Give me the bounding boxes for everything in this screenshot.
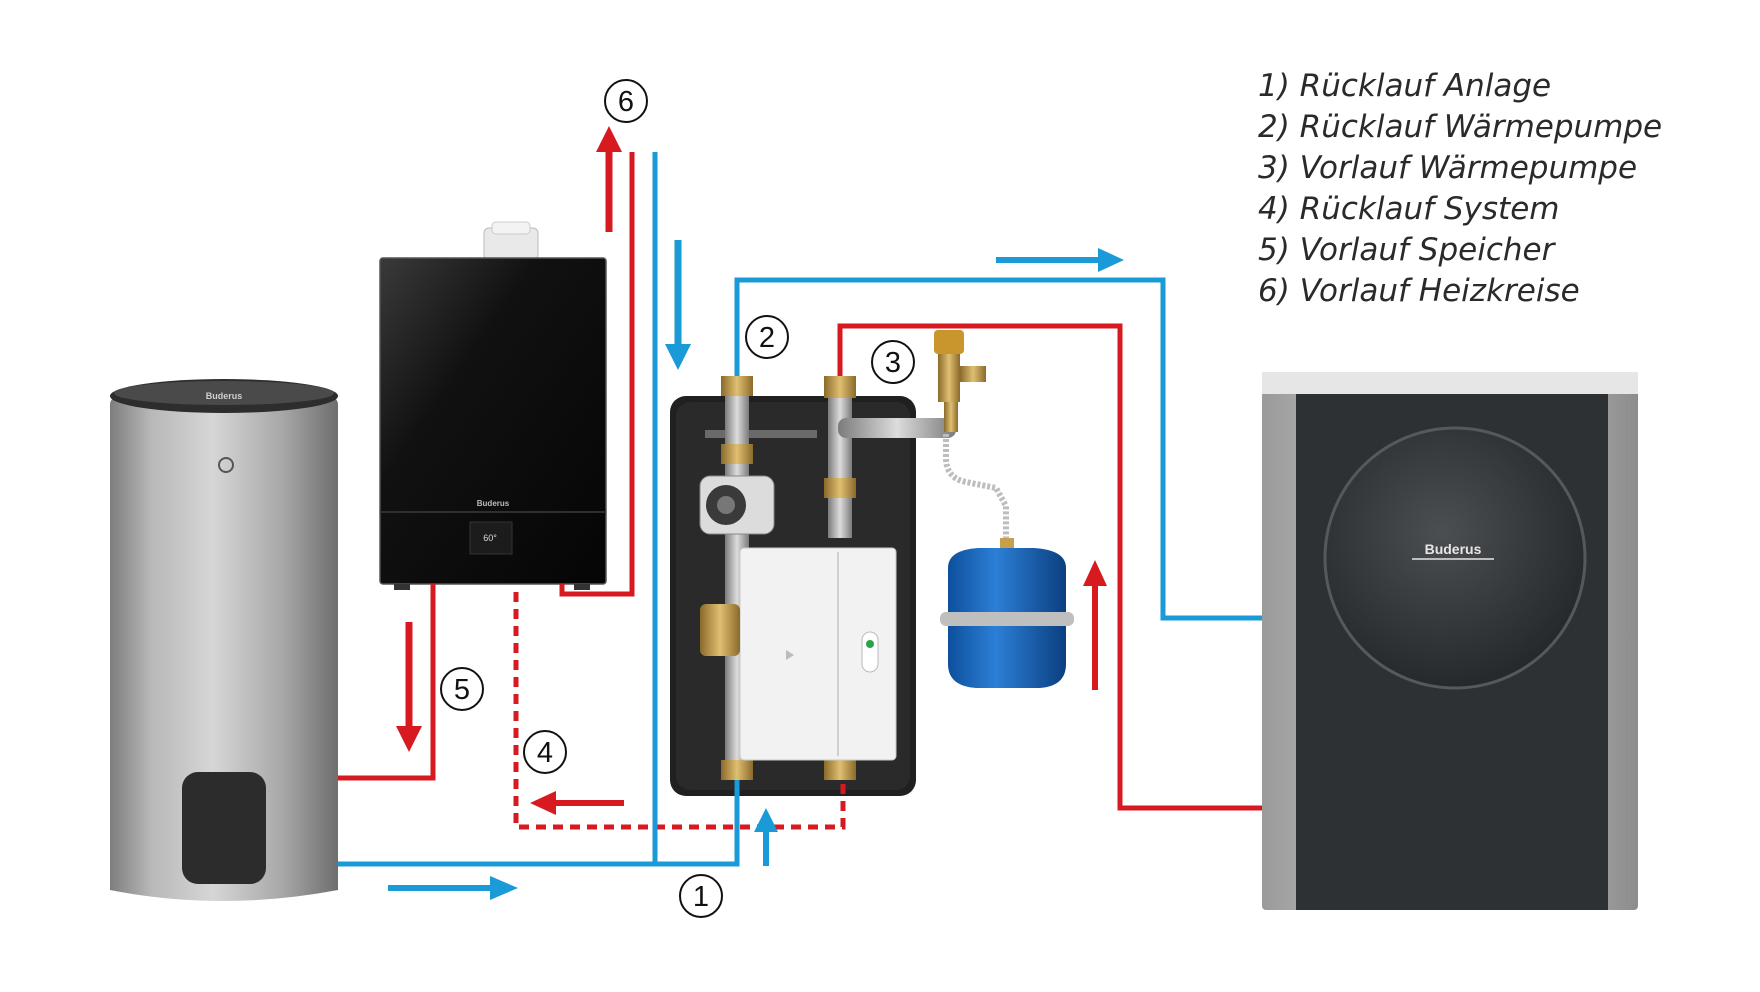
hydraulic-station	[670, 376, 956, 796]
svg-text:4: 4	[537, 737, 553, 769]
marker-4: 4	[523, 730, 567, 774]
legend-item-2: 2) Rücklauf Wärmepumpe	[1258, 109, 1663, 145]
thermometer-icon	[218, 457, 234, 473]
marker-2: 2	[745, 315, 789, 359]
marker-3: 3	[871, 340, 915, 384]
safety-valve	[934, 330, 1009, 540]
pipe-vorlauf-heizkreise	[559, 152, 635, 597]
marker-5: 5	[440, 667, 484, 711]
pipe-ruecklauf-system	[513, 592, 846, 830]
boiler-brand-label: Buderus	[477, 499, 510, 508]
pipes-red	[338, 152, 1262, 811]
pipe-vorlauf-waermepumpe	[837, 323, 1262, 811]
pipe-ruecklauf-waermepumpe	[734, 277, 1262, 621]
boiler-display-temperature: 60°	[483, 533, 497, 543]
tank-insulation-cover	[182, 772, 266, 884]
legend-item-3: 3) Vorlauf Wärmepumpe	[1258, 150, 1638, 186]
heat-pump-outdoor-unit: Buderus	[1262, 372, 1638, 910]
legend-item-5: 5) Vorlauf Speicher	[1258, 232, 1555, 268]
pipes-blue	[338, 152, 1262, 867]
legend-item-4: 4) Rücklauf System	[1258, 191, 1560, 227]
status-led-icon	[861, 631, 879, 673]
legend-item-6: 6) Vorlauf Heizkreise	[1258, 273, 1580, 309]
boiler-display	[469, 521, 513, 555]
svg-text:6: 6	[618, 86, 634, 118]
pipe-ruecklauf-anlage	[338, 780, 740, 867]
storage-brand-label: Buderus	[206, 391, 243, 401]
heat-pump-brand-label: Buderus	[1425, 541, 1482, 557]
marker-1: 1	[679, 874, 723, 918]
legend-item-1: 1) Rücklauf Anlage	[1258, 68, 1552, 104]
legend: 1) Rücklauf Anlage 2) Rücklauf Wärmepump…	[1258, 66, 1662, 312]
svg-text:1: 1	[693, 881, 709, 913]
circulation-pump-icon	[699, 475, 775, 535]
fan-cover	[1323, 426, 1587, 690]
marker-6: 6	[604, 79, 648, 123]
gas-condensing-boiler: 60° Buderus	[379, 221, 607, 590]
flow-arrow-icon	[388, 126, 1124, 900]
hot-water-storage-tank: Buderus	[110, 379, 338, 901]
pipe-vorlauf-speicher	[338, 584, 436, 781]
svg-text:5: 5	[454, 674, 470, 706]
expansion-vessel-icon	[940, 538, 1074, 688]
pipe-rail	[705, 430, 817, 438]
control-box	[739, 547, 897, 761]
svg-text:3: 3	[885, 347, 901, 379]
svg-text:2: 2	[759, 322, 775, 354]
